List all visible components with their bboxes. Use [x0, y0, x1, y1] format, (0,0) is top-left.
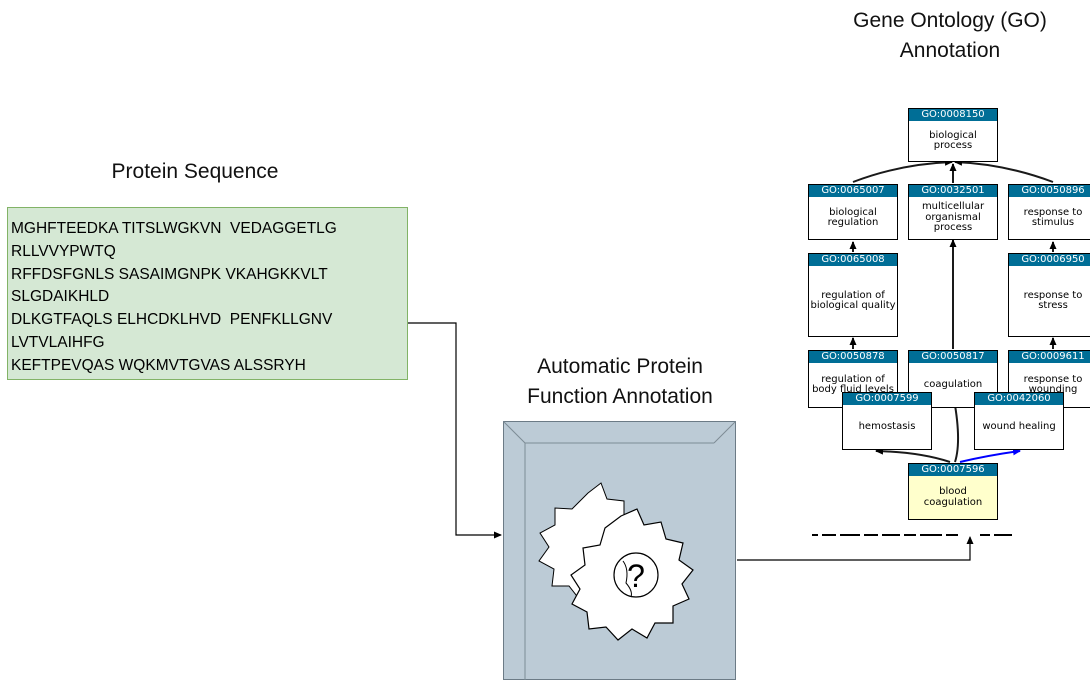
go-term: biological regulation — [827, 206, 879, 228]
go-annotation-title-line2: Annotation — [899, 39, 1001, 62]
go-term: wound healing — [982, 420, 1056, 432]
go-node-response-to-stimulus: GO:0050896 response to stimulus — [1008, 184, 1090, 240]
go-id: GO:0050878 — [809, 351, 897, 363]
go-node-wound-healing: GO:0042060 wound healing — [974, 392, 1064, 450]
go-term: response to stress — [1023, 289, 1083, 311]
go-node-hemostasis: GO:0007599 hemostasis — [842, 392, 932, 450]
go-id: GO:0009611 — [1009, 351, 1090, 363]
go-node-multicellular-organismal-process: GO:0032501 multicellular organismal proc… — [908, 184, 998, 240]
go-id: GO:0032501 — [909, 185, 997, 197]
question-gear-hub: ? — [613, 552, 659, 598]
go-id: GO:0006950 — [1009, 254, 1090, 266]
go-id: GO:0042060 — [975, 393, 1063, 405]
go-term: coagulation — [923, 378, 983, 390]
sequence-line: LVTVLAIHFG — [11, 333, 105, 351]
go-term: regulation of biological quality — [810, 289, 896, 311]
protein-sequence-title: Protein Sequence — [111, 160, 279, 183]
sequence-line: DLKGTFAQLS ELHCDKLHVD PENFKLLGNV — [11, 311, 333, 329]
sequence-to-engine-arrow — [408, 322, 502, 539]
cutoff-text-remnant — [812, 534, 1012, 536]
go-term: biological process — [929, 129, 977, 151]
go-annotation-title: Gene Ontology (GO) Annotation — [800, 6, 1090, 66]
go-term: response to wounding — [1023, 373, 1083, 395]
annotation-engine: ? — [503, 421, 736, 680]
go-node-response-to-stress: GO:0006950 response to stress — [1008, 253, 1090, 337]
go-id: GO:0007599 — [843, 393, 931, 405]
automatic-annotation-title-line1: Automatic Protein — [537, 355, 703, 378]
automatic-annotation-title: Automatic Protein Function Annotation — [460, 352, 780, 412]
sequence-line: MGHFTEEDKA TITSLWGKVN VEDAGGETLG — [11, 220, 337, 237]
sequence-line: KEFTPEVQAS WQKMVTGVAS ALSSRYH — [11, 356, 306, 374]
go-term: blood coagulation — [923, 486, 983, 508]
protein-sequence-box: MGHFTEEDKA TITSLWGKVN VEDAGGETLG RLLVVYP… — [7, 207, 408, 380]
go-id: GO:0050817 — [909, 351, 997, 363]
go-term: regulation of body fluid levels — [812, 373, 894, 395]
edge-bloodcoag-to-hemostasis — [875, 447, 951, 463]
go-id: GO:0008150 — [909, 109, 997, 121]
sequence-line: RLLVVYPWTQ — [11, 242, 116, 260]
sequence-line: SLGDAIKHLD — [11, 288, 110, 306]
go-node-blood-coagulation: GO:0007596 blood coagulation — [908, 463, 998, 520]
sequence-line: RFFDSFGNLS SASAIMGNPK VKAHGKKVLT — [11, 265, 328, 283]
edge-bioreg-to-bp — [852, 158, 953, 183]
automatic-annotation-title-line2: Function Annotation — [527, 385, 713, 408]
go-node-regulation-of-biological-quality: GO:0065008 regulation of biological qual… — [808, 253, 898, 337]
go-id: GO:0050896 — [1009, 185, 1090, 197]
go-id: GO:0065008 — [809, 254, 897, 266]
edge-bloodcoag-to-woundheal — [959, 448, 1021, 463]
engine-to-go-arrow — [737, 536, 974, 561]
go-term: hemostasis — [858, 420, 916, 432]
edge-stimulus-to-bp — [954, 158, 1054, 183]
go-annotation-title-line1: Gene Ontology (GO) — [853, 9, 1047, 32]
go-term: multicellular organismal process — [921, 201, 985, 234]
go-term: response to stimulus — [1023, 206, 1083, 228]
go-id: GO:0065007 — [809, 185, 897, 197]
go-node-biological-process: GO:0008150 biological process — [908, 108, 998, 162]
go-node-biological-regulation: GO:0065007 biological regulation — [808, 184, 898, 240]
go-id: GO:0007596 — [909, 464, 997, 476]
question-mark: ? — [627, 558, 645, 594]
